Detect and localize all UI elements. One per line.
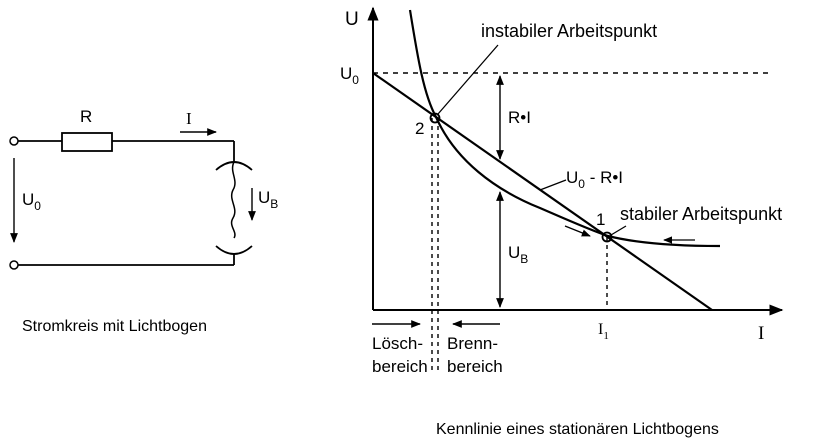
loesch-label-line1: Lösch- (372, 334, 423, 353)
point2-label: 2 (415, 119, 424, 138)
unstable-leader-line (437, 44, 499, 115)
circuit-caption: Stromkreis mit Lichtbogen (22, 318, 207, 335)
circuit-diagram: R I U0 UB Stromkreis mit Lichtbogen (9, 107, 278, 335)
load-line (372, 72, 713, 311)
x-axis-label: I (758, 323, 764, 344)
ub-label: UB (508, 243, 528, 266)
lower-electrode (215, 245, 253, 255)
i1-label: I1 (598, 321, 609, 342)
unstable-point-marker (429, 112, 441, 124)
arc-characteristic-curve (408, 9, 721, 248)
brenn-label-line2: bereich (447, 357, 503, 376)
y-axis-label: U (345, 9, 359, 30)
stable-point-label: stabiler Arbeitspunkt (620, 204, 782, 224)
terminal-bottom (9, 260, 19, 270)
ri-label: R•I (508, 108, 531, 127)
brenn-label-line1: Brenn- (447, 334, 498, 353)
arc-characteristic-graph: U I U0 2 1 instabiler Arbeitspunkt stabi… (340, 6, 784, 438)
graph-caption: Kennlinie eines stationären Lichtbogens (436, 421, 719, 438)
point1-label: 1 (596, 210, 605, 229)
load-line-label: U0 - R•I (566, 168, 623, 191)
load-line-leader (539, 179, 567, 191)
stable-point-marker (601, 231, 613, 243)
stable-leader-line (610, 225, 627, 236)
u0-label: U0 (340, 64, 359, 87)
resistor (61, 132, 113, 152)
arc-voltage-label: UB (258, 188, 278, 211)
unstable-point-label: instabiler Arbeitspunkt (481, 21, 657, 41)
terminal-top (9, 136, 19, 146)
source-voltage-label: U0 (22, 190, 41, 213)
resistor-label: R (80, 107, 92, 126)
arc-symbol (230, 161, 236, 239)
current-label: I (186, 109, 192, 128)
loesch-label-line2: bereich (372, 357, 428, 376)
stable-arrow-left (564, 225, 591, 237)
